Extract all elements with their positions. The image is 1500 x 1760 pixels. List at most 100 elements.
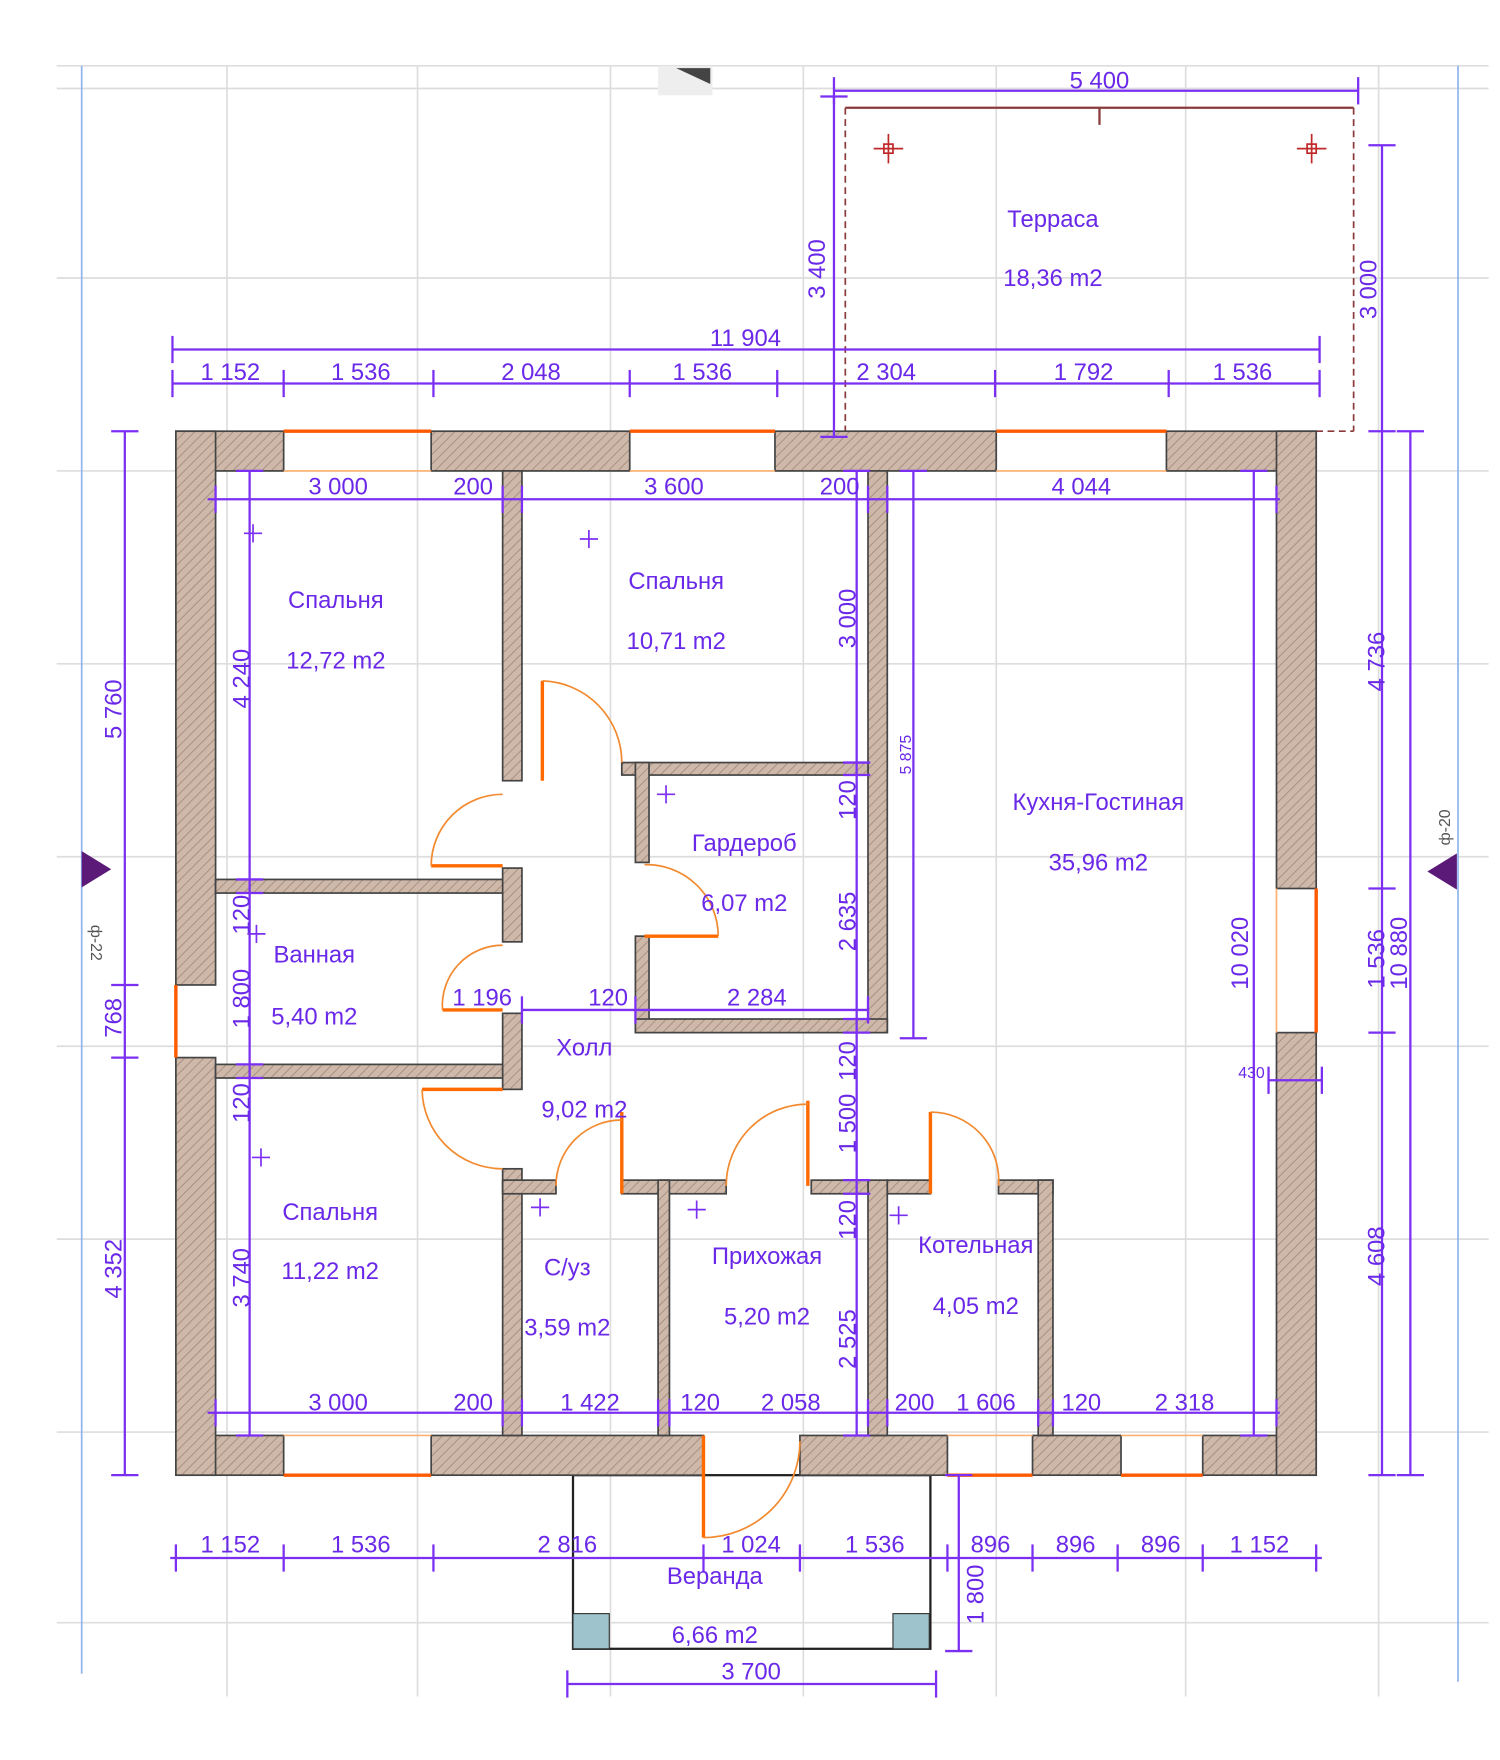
room-area: 5,20 m2 [724, 1303, 810, 1330]
dimension-label: 1 800 [963, 1565, 990, 1625]
wall [774, 430, 998, 472]
dimension-label: 120 [229, 895, 256, 935]
wall [1275, 1031, 1318, 1477]
doors [421, 680, 1000, 1539]
dimension-label: 2 284 [727, 984, 787, 1011]
wall [657, 1179, 671, 1437]
room-name: Прихожая [712, 1243, 822, 1270]
wall [501, 470, 523, 782]
wall [867, 470, 889, 1034]
dimension-label: 4 240 [229, 649, 256, 709]
dimension-label: 1 536 [673, 359, 733, 386]
dimension-label: 1 536 [331, 359, 391, 386]
dimension-label: 2 048 [501, 359, 561, 386]
room-name: Спальня [282, 1199, 378, 1226]
wall [501, 1167, 523, 1437]
dimension-label: 3 600 [644, 474, 704, 501]
room-name: Холл [556, 1034, 612, 1061]
dimension-label: 120 [835, 780, 862, 820]
room-origin-icon [579, 529, 598, 549]
dimension-label: 3 700 [721, 1658, 781, 1685]
door-swing-arc [703, 1441, 801, 1539]
dimension-label: 1 422 [560, 1389, 620, 1416]
room-origin-icon [243, 524, 263, 543]
dimension-label: 1 152 [201, 1531, 261, 1558]
dimension-label: 2 304 [856, 359, 916, 386]
room-origin-icon [247, 924, 266, 943]
room-name: Спальня [628, 568, 724, 595]
room-name: Спальня [288, 587, 384, 614]
room-origin-icon [656, 785, 676, 804]
room-area: 5,40 m2 [271, 1004, 357, 1031]
walls [175, 430, 1318, 1477]
wall [867, 1179, 889, 1437]
dimension-label: 200 [895, 1389, 935, 1416]
wall [810, 1179, 869, 1195]
room-name: Веранда [667, 1563, 764, 1590]
wall [501, 1179, 557, 1195]
terrace-outline [844, 106, 1355, 433]
dimension-label: 4 352 [100, 1239, 127, 1299]
room-area: 12,72 m2 [286, 647, 385, 674]
dimension-label: 10 020 [1227, 917, 1254, 990]
dimension-label: 430 [1238, 1065, 1265, 1082]
room-name: Гардероб [692, 830, 797, 857]
room-origin-icon [251, 1148, 271, 1167]
dimension-label: 1 536 [1363, 929, 1390, 989]
dimension-label: 10 880 [1386, 917, 1413, 990]
door-swing-arc [555, 1119, 622, 1186]
room-area: 18,36 m2 [1003, 265, 1102, 292]
room-origin-icon [889, 1206, 908, 1225]
wall [1037, 1179, 1054, 1437]
windows [174, 429, 1318, 1477]
level-label-right: ф-20 [1437, 809, 1454, 845]
dimension-label: 1 196 [452, 984, 512, 1011]
dimension-label: 11 904 [710, 325, 781, 352]
veranda-outline [571, 1474, 932, 1650]
dimension-label: 120 [588, 984, 628, 1011]
wall [634, 761, 650, 864]
room-origin-icon [687, 1200, 706, 1219]
dimension-label: 4 044 [1052, 474, 1112, 501]
door-swing-arc [644, 863, 720, 937]
room-origin-icon [531, 1198, 550, 1217]
dimension-label: 1 536 [845, 1531, 905, 1558]
room-area: 6,66 m2 [672, 1622, 758, 1649]
dimension-label: 5 875 [898, 735, 915, 775]
dimension-label: 1 024 [721, 1531, 781, 1558]
level-marker-left-icon[interactable] [81, 851, 112, 888]
wall [1031, 1434, 1122, 1477]
room-area: 6,07 m2 [701, 890, 787, 917]
room-area: 9,02 m2 [541, 1097, 627, 1124]
door-swing-arc [430, 793, 503, 866]
door-swing-arc [542, 680, 623, 763]
room-area: 4,05 m2 [933, 1293, 1019, 1320]
dimension-label: 1 536 [1213, 359, 1273, 386]
column-marker-icon [873, 133, 1327, 164]
dimension-label: 3 000 [308, 474, 368, 501]
veranda-column-right [892, 1613, 930, 1650]
dimension-label: 2 816 [538, 1531, 598, 1558]
dimension-label: 896 [1141, 1531, 1181, 1558]
wall [175, 1056, 217, 1477]
wall [501, 1012, 523, 1091]
dimension-label: 1 536 [331, 1531, 391, 1558]
dimension-label: 120 [835, 1041, 862, 1081]
dimension-label: 2 058 [761, 1389, 821, 1416]
door-swing-arc [930, 1111, 1000, 1186]
dimension-label: 3 740 [229, 1248, 256, 1308]
level-label-left: ф-22 [87, 925, 104, 961]
wall [634, 1018, 889, 1034]
dimension-lines [111, 77, 1424, 1698]
dimension-label: 1 152 [201, 359, 261, 386]
dimension-label: 200 [453, 1389, 493, 1416]
dimension-label: 2 635 [835, 892, 862, 952]
room-name: Терраса [1007, 206, 1099, 233]
room-area: 3,59 m2 [524, 1315, 610, 1342]
level-marker-right-icon[interactable] [1427, 853, 1457, 890]
dimension-label: 120 [229, 1083, 256, 1123]
dimension-label: 200 [820, 474, 860, 501]
room-name: Котельная [918, 1232, 1033, 1259]
